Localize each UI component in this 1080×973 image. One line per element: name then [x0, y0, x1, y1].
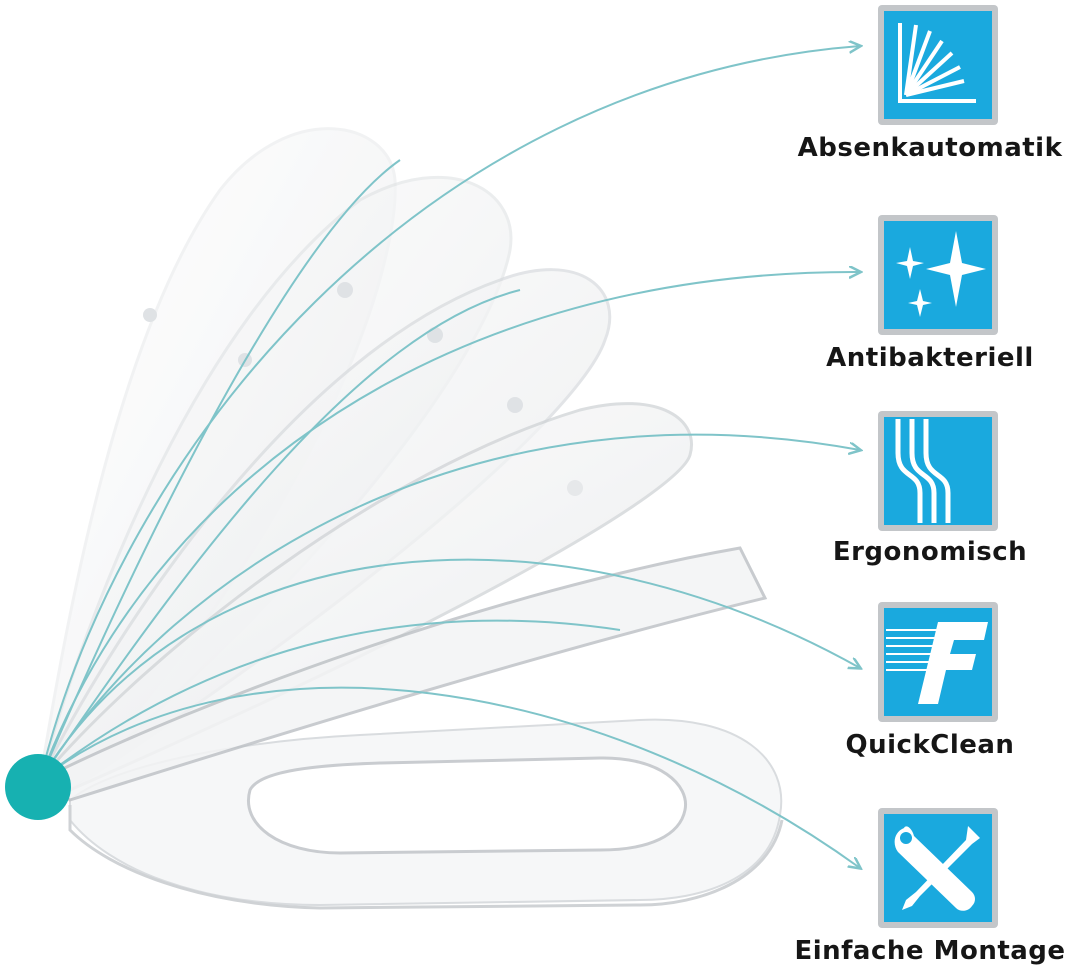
- feature-label: QuickClean: [845, 730, 1015, 760]
- ergonomic-curve-icon: [878, 411, 998, 531]
- feature-label: Antibakteriell: [826, 343, 1034, 373]
- feature-label: Einfache Montage: [794, 936, 1066, 966]
- sparkle-icon: [878, 215, 998, 335]
- feature-label: Absenkautomatik: [797, 133, 1063, 163]
- soft-close-icon: [878, 5, 998, 125]
- quickclean-f-icon: [878, 602, 998, 722]
- feature-label: Ergonomisch: [832, 537, 1028, 567]
- wrench-screwdriver-icon: [878, 808, 998, 928]
- toilet-seat-ring: [68, 718, 784, 910]
- lid-motion-sequence: [37, 127, 768, 802]
- hinge-dot: [5, 754, 71, 820]
- motion-arrows: [39, 46, 860, 868]
